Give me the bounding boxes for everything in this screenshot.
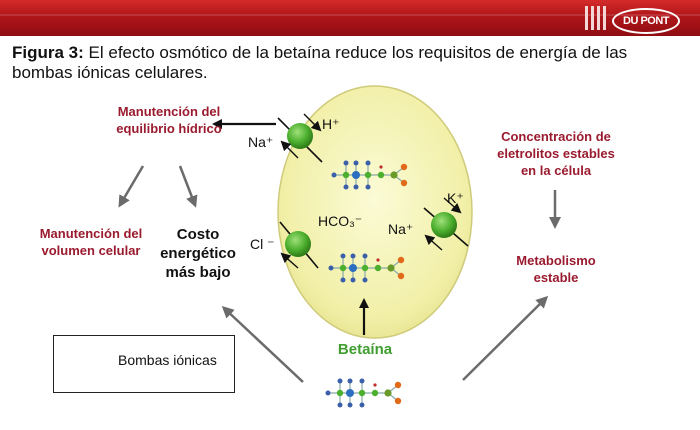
legend-label: Bombas iónicas bbox=[118, 352, 217, 368]
betaine-molecule-outside bbox=[324, 377, 402, 409]
ion-cl: Cl ⁻ bbox=[250, 236, 275, 252]
label-manutencion-equilibrio: Manutención del equilibrio hídrico bbox=[116, 104, 222, 136]
ion-hco3: HCO₃⁻ bbox=[318, 213, 363, 229]
label-betaina: Betaína bbox=[337, 341, 393, 358]
ion-na-right: Na⁺ bbox=[388, 221, 414, 237]
caption-text: El efecto osmótico de la betaína reduce … bbox=[12, 43, 628, 82]
caption-prefix: Figura 3: bbox=[12, 43, 84, 62]
ion-k: K⁺ bbox=[447, 190, 464, 206]
label-costo-energetico: Costo energético más bajo bbox=[160, 226, 236, 281]
pump-left bbox=[279, 221, 319, 269]
header-shine bbox=[0, 14, 700, 16]
pump-right bbox=[423, 197, 469, 251]
cell-body bbox=[277, 85, 473, 339]
label-concentracion: Concentración de eletrolitos estables en… bbox=[497, 129, 615, 178]
arrow-to-costo bbox=[178, 165, 198, 208]
label-manutencion-volumen: Manutención del volumen celular bbox=[39, 226, 143, 258]
dupont-logo: DU PONT bbox=[612, 8, 680, 34]
label-metabolismo: Metabolismo estable bbox=[516, 253, 596, 285]
logo-stripes bbox=[585, 6, 606, 30]
arrow-betaine-left bbox=[221, 305, 304, 383]
arrow-betaine-right bbox=[462, 295, 549, 381]
ion-h: H⁺ bbox=[322, 116, 340, 132]
legend-box bbox=[53, 335, 235, 393]
figure-caption: Figura 3: El efecto osmótico de la betaí… bbox=[12, 43, 692, 83]
header-bar: DU PONT bbox=[0, 0, 700, 36]
arrow-to-volumen bbox=[118, 165, 145, 208]
ion-na-top: Na⁺ bbox=[248, 134, 274, 150]
pump-top bbox=[277, 113, 323, 163]
